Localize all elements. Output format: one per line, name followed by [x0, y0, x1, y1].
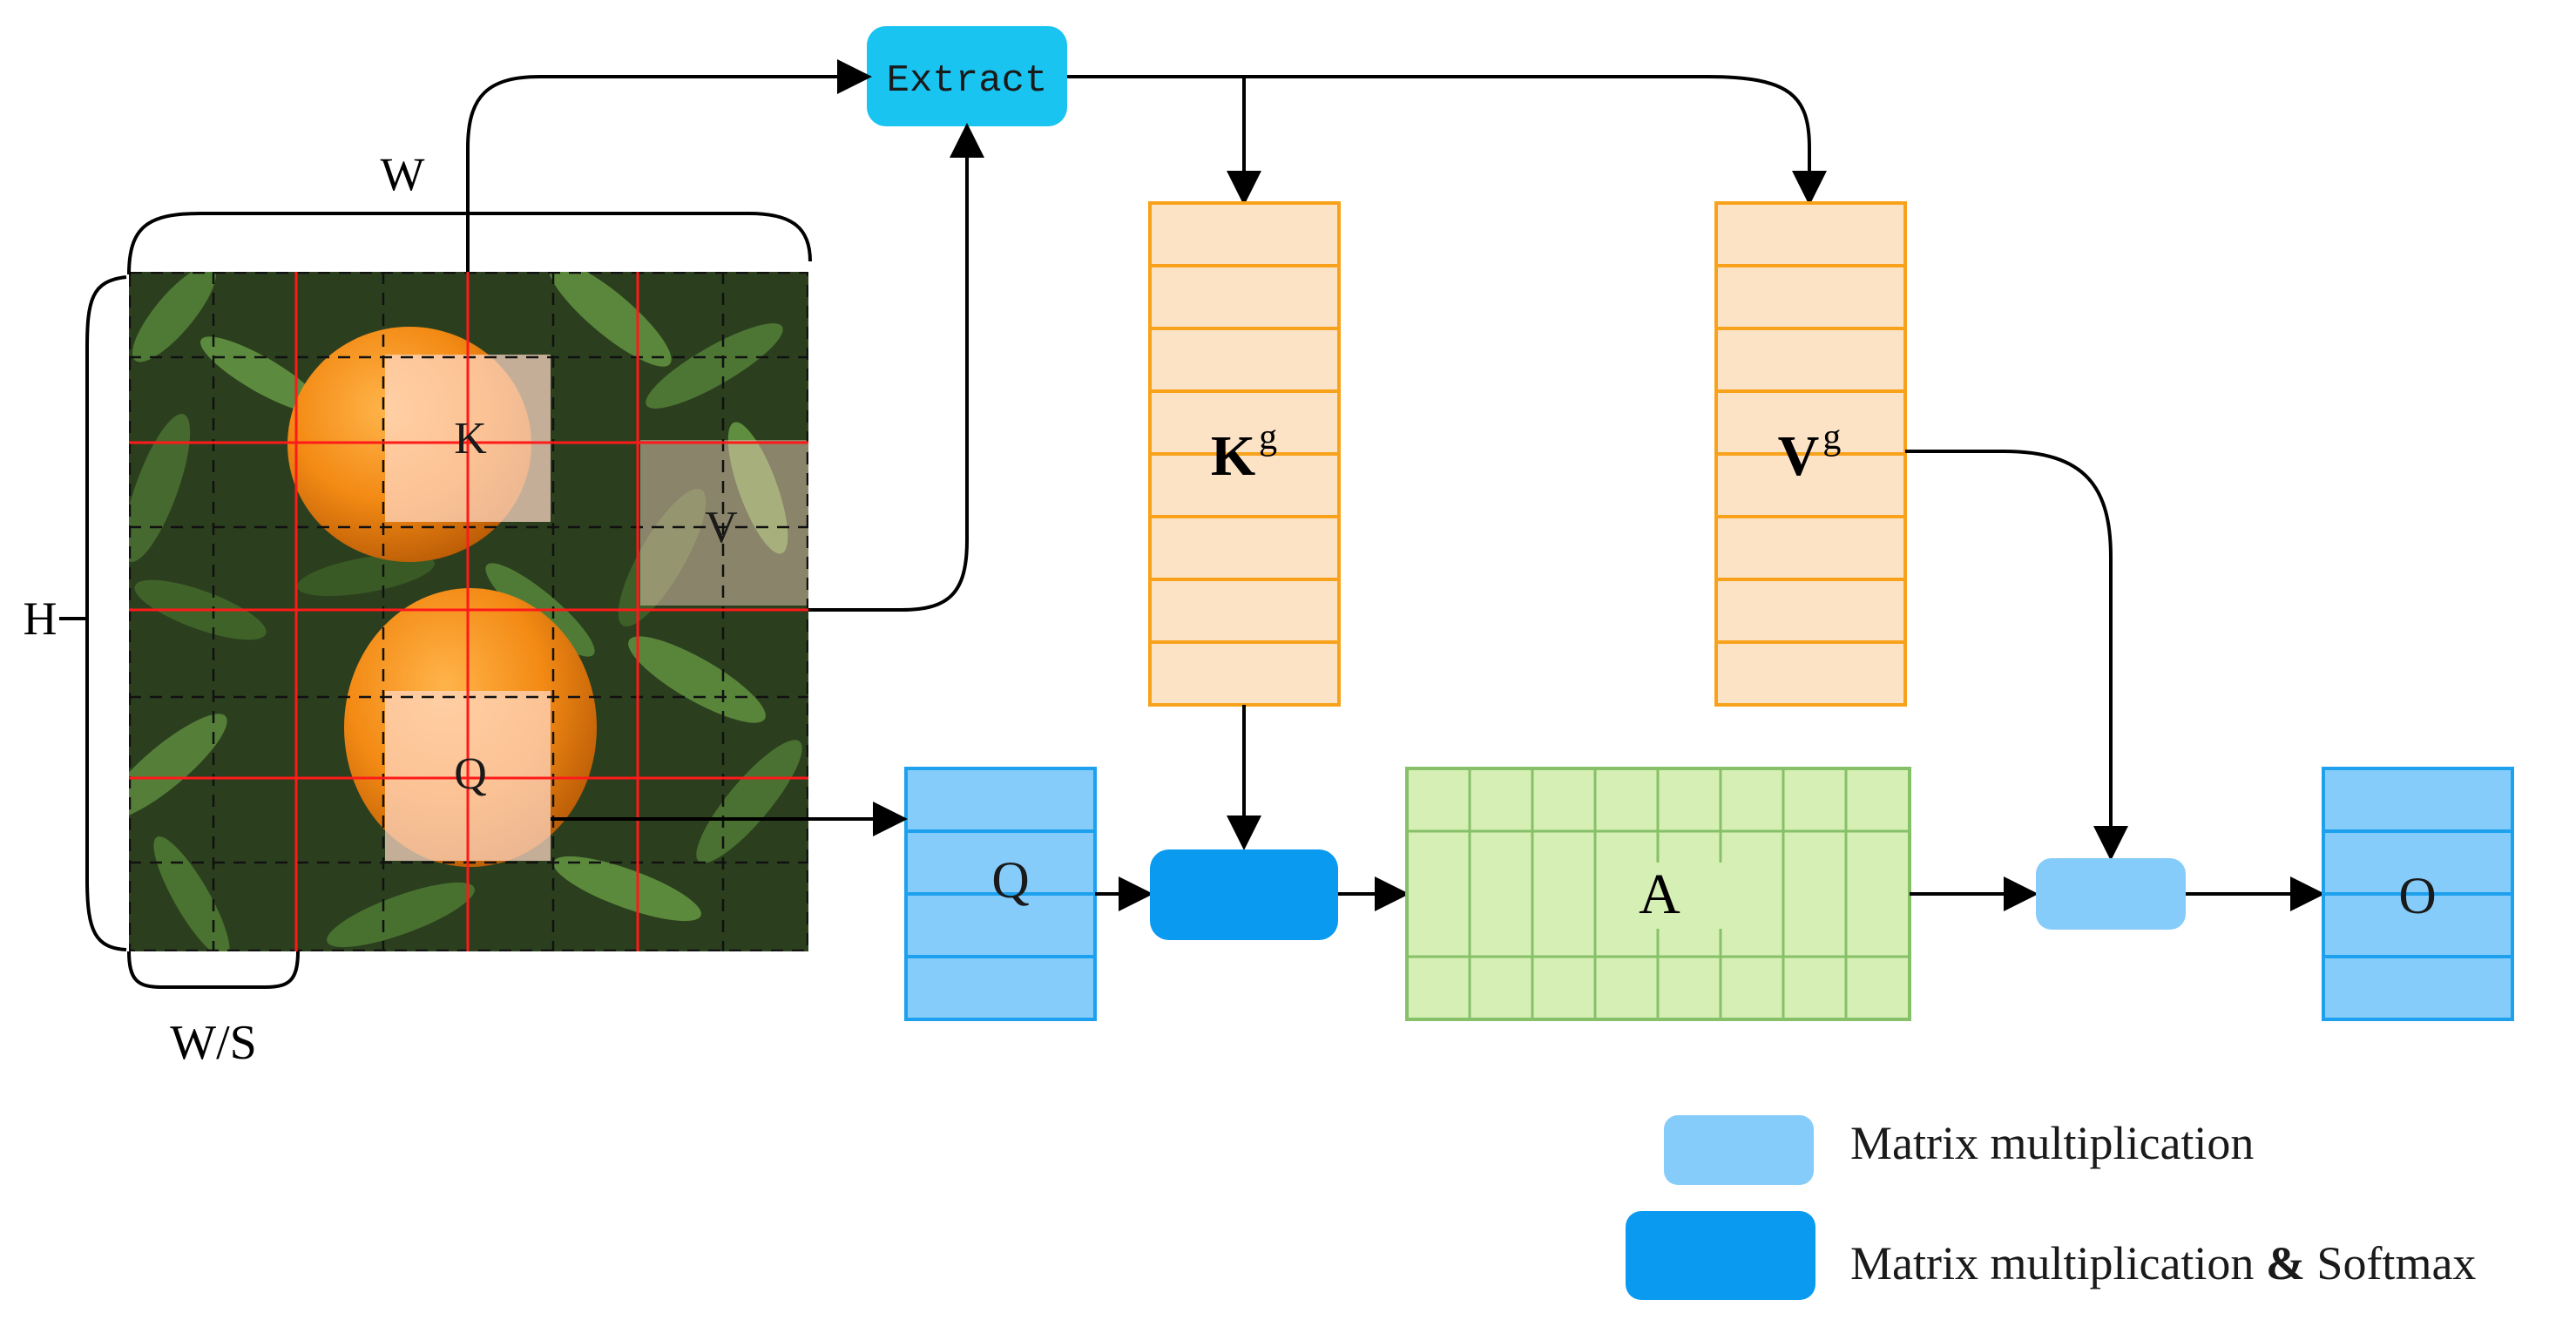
extract-label: Extract	[887, 59, 1048, 103]
input-image	[129, 272, 808, 951]
attention-matrix-label: A	[1639, 863, 1680, 926]
legend: Matrix multiplication Matrix multiplicat…	[1626, 1115, 2476, 1300]
red-grid	[129, 272, 808, 951]
legend-swatch-matmul-softmax	[1626, 1211, 1815, 1300]
arrow-extract-to-vg	[1067, 75, 1827, 206]
key-global-label: Kg	[1211, 417, 1277, 488]
height-label: H	[24, 592, 57, 645]
legend-label-matmul-softmax: Matrix multiplication & Softmax	[1850, 1237, 2476, 1289]
matmul-op	[2036, 858, 2186, 930]
key-global-matrix: Kg	[1148, 201, 1341, 707]
output-matrix-label: O	[2398, 867, 2436, 924]
legend-label-matmul: Matrix multiplication	[1850, 1117, 2254, 1169]
value-patch-label: V	[705, 503, 738, 552]
height-brace	[85, 275, 127, 951]
width-label: W	[381, 148, 425, 200]
value-patch	[640, 440, 808, 606]
legend-swatch-matmul	[1664, 1115, 1814, 1185]
window-brace	[127, 951, 300, 989]
window-label: W/S	[170, 1016, 257, 1070]
output-matrix: O	[2322, 767, 2514, 1021]
key-patch-label: K	[454, 414, 487, 464]
arrow-vg-to-matmul	[1905, 450, 2128, 861]
arrow-key-to-extract	[466, 59, 872, 272]
value-global-label: Vg	[1778, 417, 1842, 488]
width-brace	[127, 212, 812, 275]
query-matrix-label: Q	[991, 851, 1029, 909]
arrow-value-to-extract	[808, 123, 984, 612]
leaves-background	[129, 272, 802, 951]
query-matrix: Q	[904, 767, 1097, 1021]
extract-box	[867, 26, 1067, 126]
matmul-softmax-op	[1150, 849, 1338, 940]
value-global-matrix: Vg	[1714, 201, 1907, 707]
attention-matrix: A	[1405, 767, 1911, 1021]
query-patch-label: Q	[454, 749, 487, 799]
